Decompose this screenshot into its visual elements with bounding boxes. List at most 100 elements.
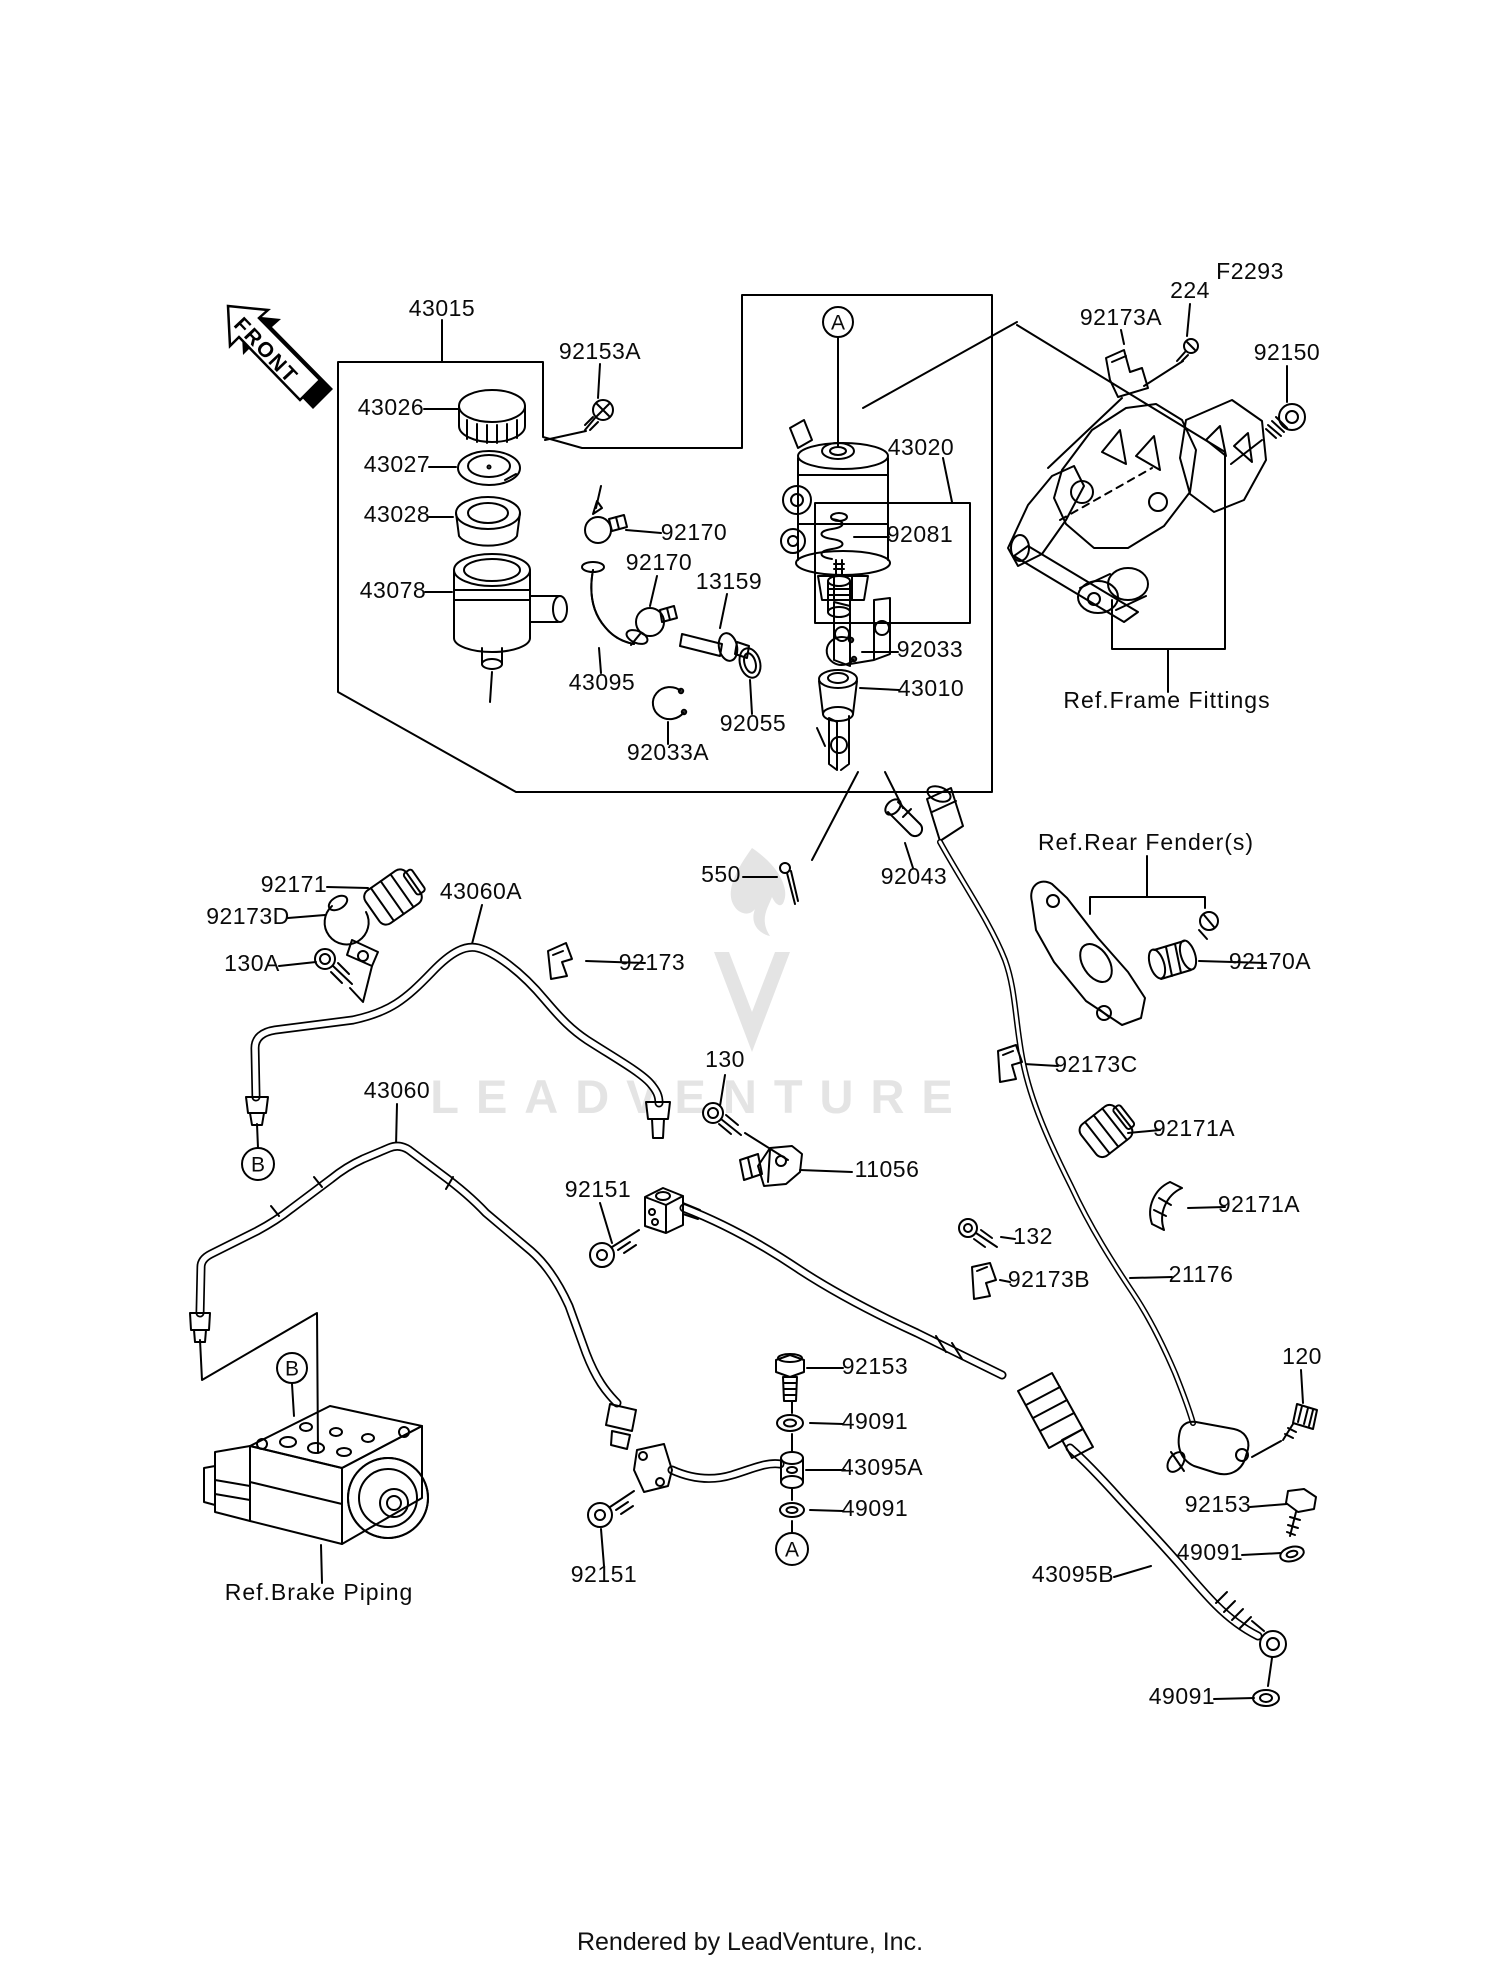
hose-43095 xyxy=(581,561,649,645)
view-marker-letter-B-2: B xyxy=(251,1154,265,1177)
part-label-43060-32: 43060 xyxy=(364,1077,430,1103)
view-marker-letter-A-0: A xyxy=(831,312,845,335)
rear-fender-drawing xyxy=(926,785,1219,1026)
part-label-43028-4: 43028 xyxy=(364,501,430,527)
grommet-92171a-upper xyxy=(1078,1103,1136,1159)
view-marker-circle-B-3 xyxy=(276,1352,308,1384)
leader-lines xyxy=(256,303,1304,1700)
clip-92173c xyxy=(997,1044,1023,1083)
part-label-43095-9: 43095 xyxy=(569,669,635,695)
brake-pipes xyxy=(195,839,1263,1641)
junction-block-92151 xyxy=(644,1187,701,1234)
view-marker-letter-B-3: B xyxy=(285,1358,299,1381)
view-markers: A A B B xyxy=(241,306,854,1566)
bolt-92150 xyxy=(1265,403,1306,439)
part-label-92171-23: 92171 xyxy=(261,871,327,897)
part-label-92150-19: 92150 xyxy=(1254,339,1320,365)
reservoir-assembly-drawing xyxy=(453,389,614,703)
circlip-92033a xyxy=(651,686,688,721)
clip-92173a xyxy=(1105,349,1149,398)
part-label-92171A-31: 92171A xyxy=(1218,1191,1300,1217)
plate-43027 xyxy=(457,450,521,486)
ref-label-1: Ref.Rear Fender(s) xyxy=(1038,829,1254,855)
part-label-92170-6: 92170 xyxy=(661,519,727,545)
view-marker-letter-A-1: A xyxy=(785,1539,799,1562)
part-label-92173A-18: 92173A xyxy=(1080,304,1162,330)
wheel-sensor xyxy=(1166,1420,1250,1476)
part-label-92151-33: 92151 xyxy=(565,1176,631,1202)
part-label-F2293-16: F2293 xyxy=(1216,258,1284,284)
part-label-92043-21: 92043 xyxy=(881,863,947,889)
piston-kit-43020 xyxy=(820,512,851,618)
part-label-132-35: 132 xyxy=(1013,1223,1053,1249)
part-label-92170-7: 92170 xyxy=(626,549,692,575)
part-label-92033A-10: 92033A xyxy=(627,739,709,765)
part-label-11056-34: 11056 xyxy=(855,1156,920,1182)
banjo-43095b xyxy=(1251,1620,1287,1658)
part-label-49091-40: 49091 xyxy=(842,1408,908,1434)
leadventure-watermark: LEADVENTURE xyxy=(430,848,970,1123)
part-label-550-20: 550 xyxy=(701,861,741,887)
pivot-parts xyxy=(779,636,924,905)
pipe-fittings xyxy=(189,1096,1287,1658)
part-label-120-38: 120 xyxy=(1282,1343,1322,1369)
clevis-pin-92043 xyxy=(884,798,924,838)
part-label-92173D-24: 92173D xyxy=(206,903,290,929)
clamp-92173b xyxy=(971,1262,997,1300)
boot-connector xyxy=(1017,1372,1094,1459)
part-label-92033-12: 92033 xyxy=(897,636,963,662)
part-label-43027-3: 43027 xyxy=(364,451,430,477)
part-label-49091-47: 49091 xyxy=(1149,1683,1215,1709)
part-label-92151-43: 92151 xyxy=(571,1561,637,1587)
group-boundary-outlines xyxy=(199,294,1226,1454)
bolt-92170a xyxy=(1147,911,1219,980)
clamp-92173d xyxy=(323,894,379,967)
watermark-text: LEADVENTURE xyxy=(430,1070,970,1123)
cap-43026 xyxy=(458,389,526,423)
part-label-92171A-30: 92171A xyxy=(1153,1115,1235,1141)
part-label-13159-8: 13159 xyxy=(696,568,762,594)
screw-130a xyxy=(314,948,353,985)
banjo-hardware-center xyxy=(587,1353,805,1528)
banjo-43095a xyxy=(633,1443,804,1493)
diaphragm-43028 xyxy=(455,496,521,530)
frame-fittings-drawing xyxy=(1007,338,1306,623)
part-label-92153-44: 92153 xyxy=(1185,1491,1251,1517)
hose-and-clamp-parts xyxy=(581,485,762,721)
part-label-49091-42: 49091 xyxy=(842,1495,908,1521)
pushrod-13159 xyxy=(679,632,750,662)
view-marker-circle-B-2 xyxy=(241,1147,275,1181)
bracket-11056 xyxy=(739,1145,803,1187)
reservoir-43078 xyxy=(453,553,568,703)
part-label-92081-15: 92081 xyxy=(887,521,953,547)
part-label-130A-25: 130A xyxy=(224,950,280,976)
part-label-43010-13: 43010 xyxy=(898,675,964,701)
part-label-92173-27: 92173 xyxy=(619,949,685,975)
circlip-92033 xyxy=(825,636,858,666)
part-label-92170A-22: 92170A xyxy=(1229,948,1311,974)
view-marker-circle-A-1 xyxy=(775,1532,809,1566)
part-label-49091-45: 49091 xyxy=(1177,1539,1243,1565)
part-label-43078-5: 43078 xyxy=(360,577,426,603)
part-label-130-28: 130 xyxy=(705,1046,745,1072)
joint-43010 xyxy=(816,669,858,771)
screw-224 xyxy=(1176,338,1199,362)
ref-label-0: Ref.Frame Fittings xyxy=(1063,687,1270,713)
clamp-92170-upper xyxy=(584,485,628,544)
mc-lever-tab xyxy=(789,419,813,449)
front-direction-arrow: FRONT xyxy=(226,304,333,409)
bolt-120 xyxy=(1282,1403,1318,1441)
view-marker-circle-A-0 xyxy=(822,306,854,338)
part-label-43020-14: 43020 xyxy=(888,434,954,460)
oring-92055 xyxy=(738,647,762,679)
part-label-92153A-1: 92153A xyxy=(559,338,641,364)
ref-label-2: Ref.Brake Piping xyxy=(225,1579,414,1605)
banjo-hardware-right xyxy=(1166,1403,1318,1707)
connector-rear xyxy=(926,785,964,842)
part-label-92173B-36: 92173B xyxy=(1008,1266,1090,1292)
abs-unit-drawing xyxy=(203,1405,429,1545)
part-label-43060A-26: 43060A xyxy=(440,878,522,904)
